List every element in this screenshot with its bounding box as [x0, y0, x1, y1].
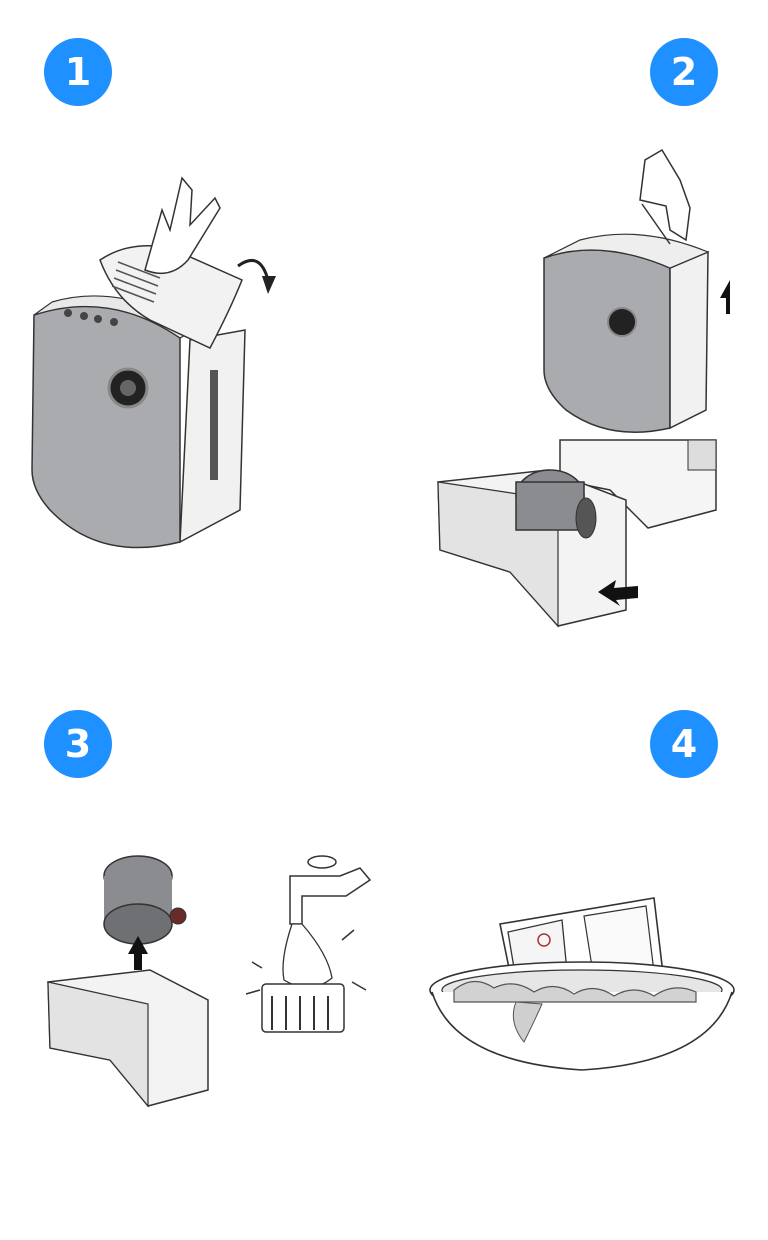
step-badge-1: 1	[44, 38, 112, 106]
lift-lid-icon	[20, 170, 300, 560]
rinse-filter-icon	[40, 850, 400, 1110]
soak-tray-icon	[424, 892, 740, 1078]
step-badge-4: 4	[650, 710, 718, 778]
step-badge-2: 2	[650, 38, 718, 106]
pull-out-tray-icon	[430, 140, 730, 630]
step-badge-3: 3	[44, 710, 112, 778]
